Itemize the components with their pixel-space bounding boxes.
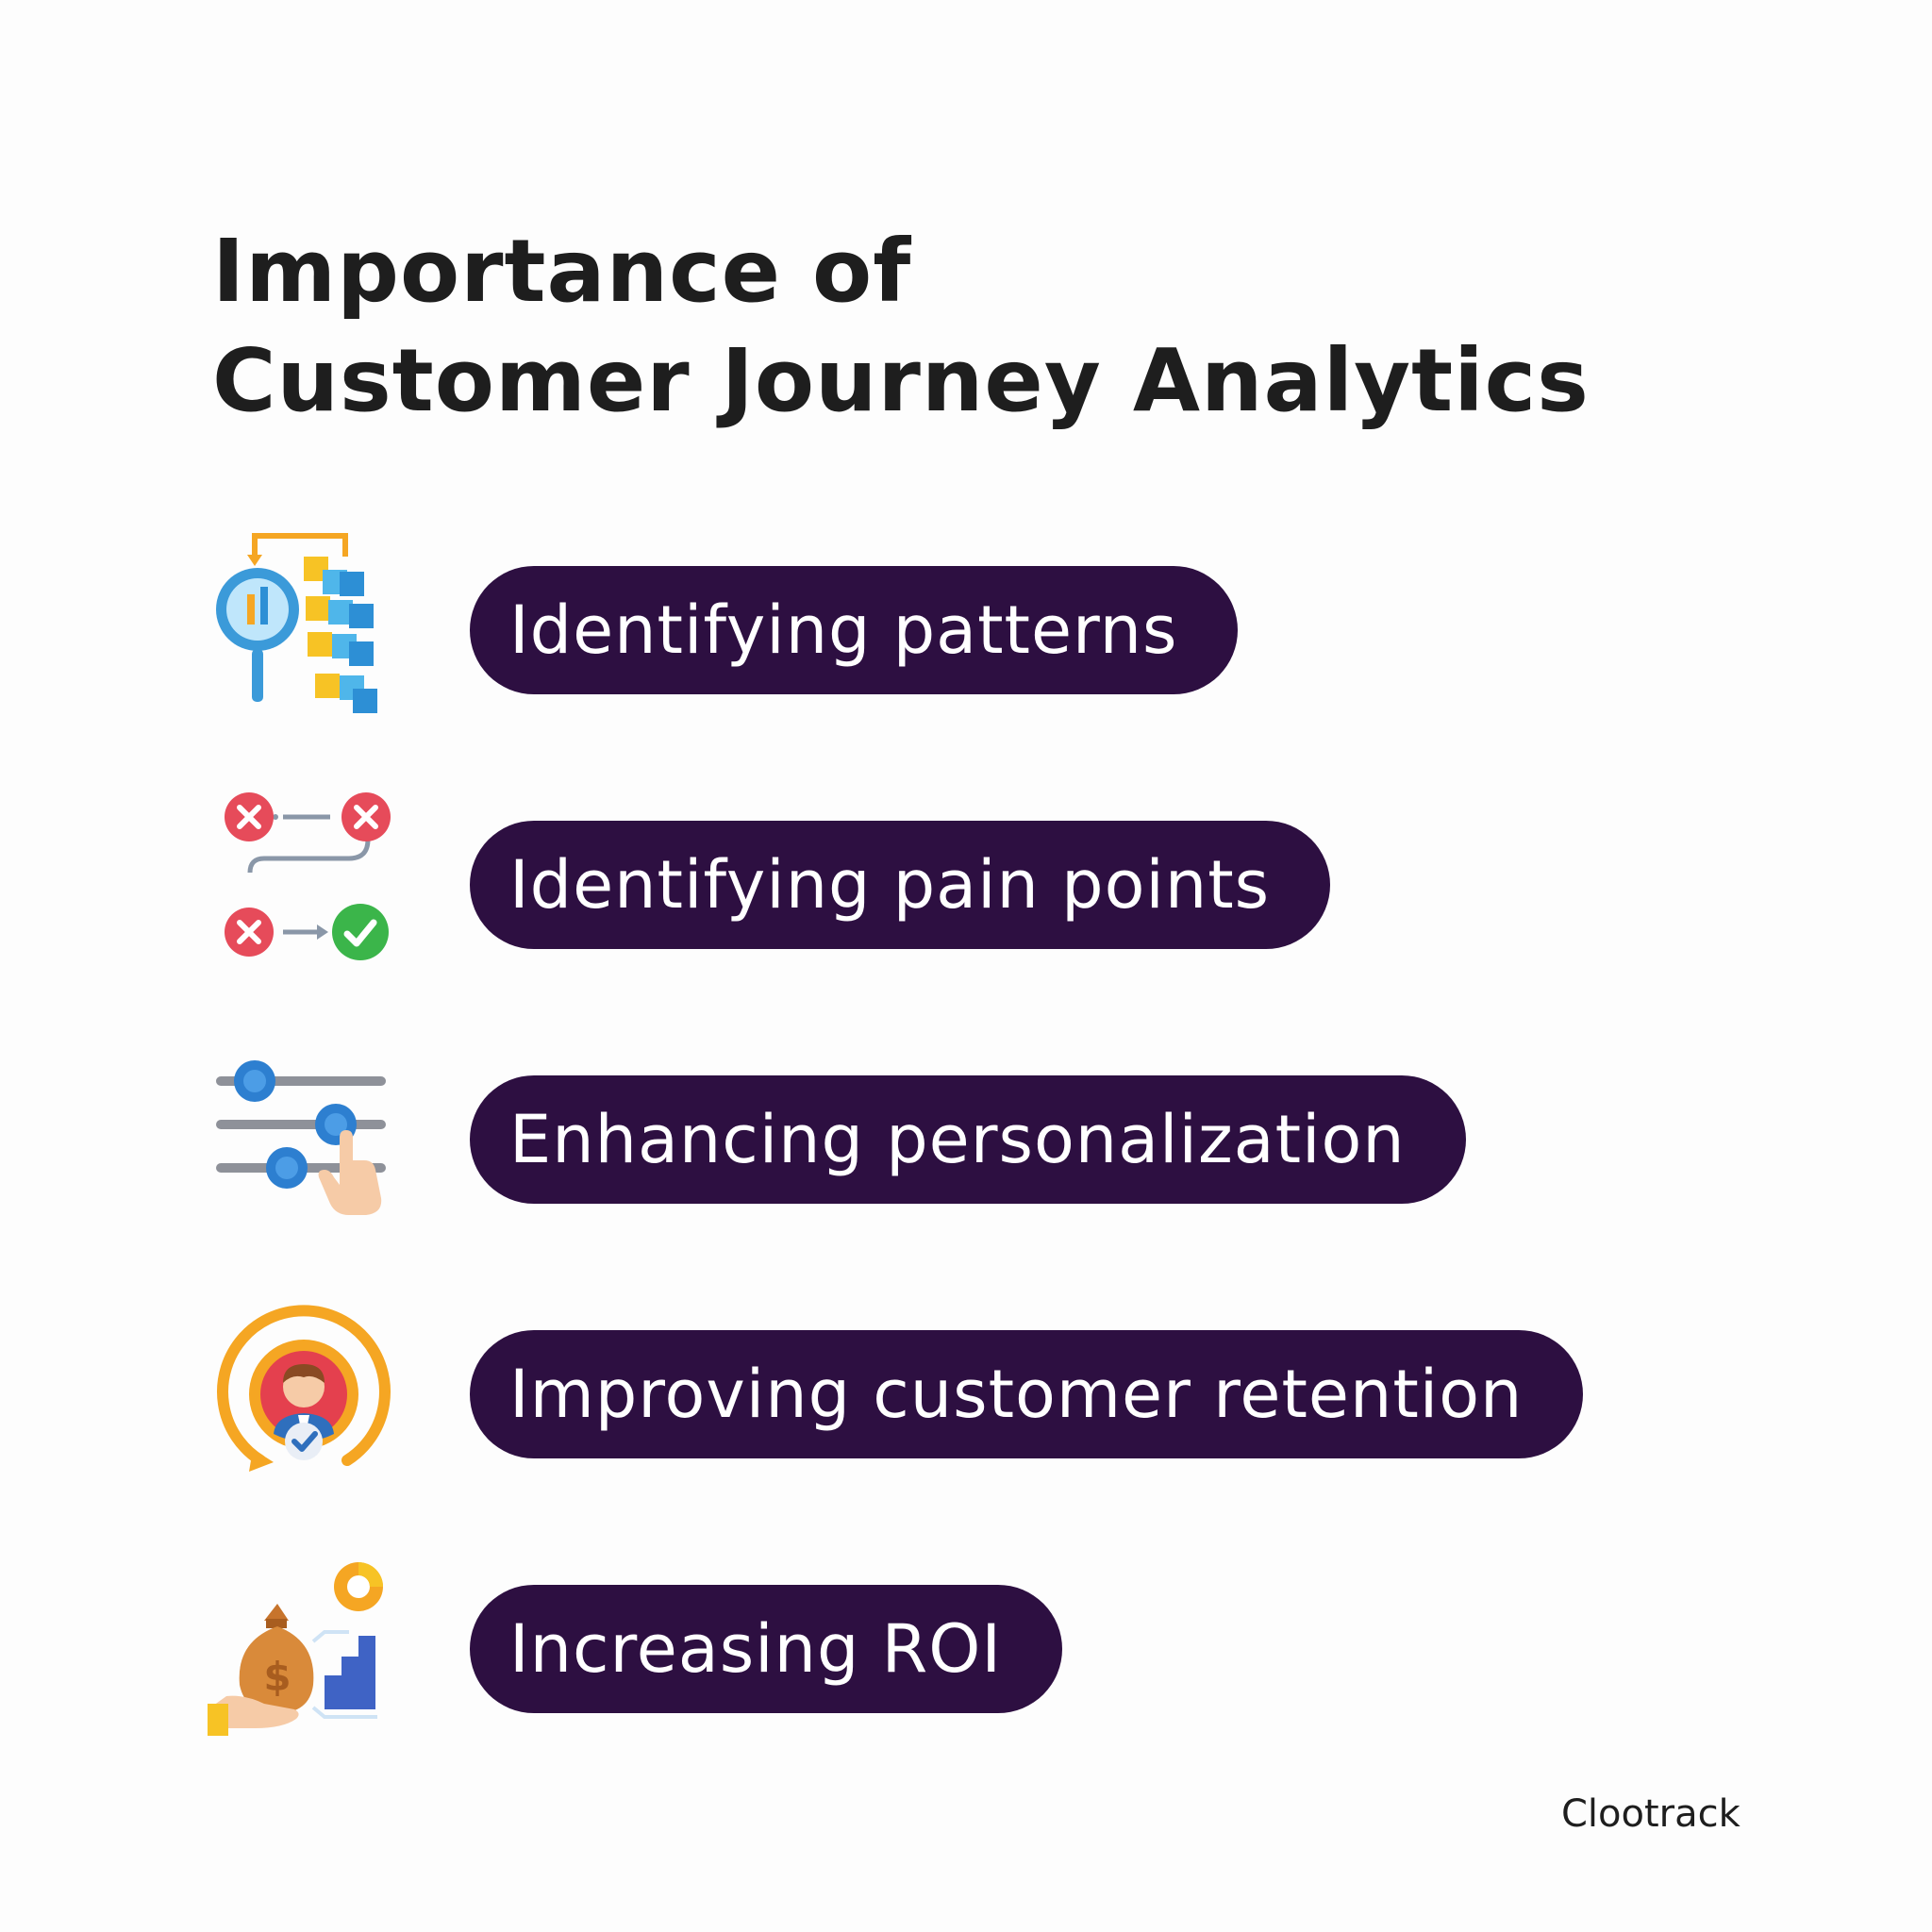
item-improving-customer-retention: Improving customer retention: [208, 1274, 1717, 1481]
pattern-analysis-icon: [208, 509, 396, 717]
pill-identifying-patterns: Identifying patterns: [470, 566, 1239, 694]
page-title: Importance of Customer Journey Analytics: [212, 217, 1590, 436]
title-line-2: Customer Journey Analytics: [212, 330, 1590, 431]
customer-retention-icon: [208, 1274, 396, 1481]
pill-identifying-pain-points: Identifying pain points: [470, 821, 1331, 949]
pill-enhancing-personalization: Enhancing personalization: [470, 1075, 1466, 1204]
roi-money-icon: $: [208, 1528, 396, 1736]
item-identifying-patterns: Identifying patterns: [208, 509, 1717, 717]
item-increasing-roi: $ Increasing ROI: [208, 1528, 1717, 1736]
pain-points-flow-icon: [208, 764, 396, 972]
pill-increasing-roi: Increasing ROI: [470, 1585, 1063, 1713]
pill-improving-customer-retention: Improving customer retention: [470, 1330, 1584, 1458]
brand-logo-text: Clootrack: [1561, 1792, 1740, 1836]
title-line-1: Importance of: [212, 221, 912, 322]
svg-text:$: $: [263, 1654, 291, 1700]
item-enhancing-personalization: Enhancing personalization: [208, 1019, 1717, 1226]
item-identifying-pain-points: Identifying pain points: [208, 764, 1717, 972]
settings-sliders-icon: [208, 1019, 396, 1226]
